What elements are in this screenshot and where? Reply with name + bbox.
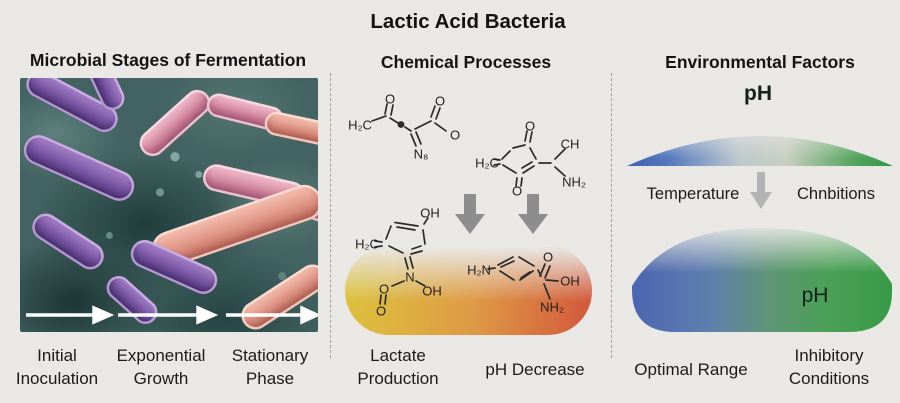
inhibitory-line1: Inhibitory bbox=[794, 346, 864, 365]
ph-gradient-dome-top bbox=[624, 106, 896, 168]
molecule-structure-amide: H₂N O OH NH₂ bbox=[467, 250, 580, 315]
atom-label: O bbox=[385, 92, 395, 107]
atom-label: NH₂ bbox=[540, 300, 564, 315]
atom-label: OH bbox=[560, 274, 580, 289]
stage3-line2: Phase bbox=[245, 369, 295, 388]
stage-label-exponential-growth: Exponential Growth bbox=[117, 344, 206, 390]
bacteria-micrograph-image bbox=[20, 78, 318, 332]
ph-bottom-label: pH bbox=[801, 284, 829, 307]
atom-label: CH bbox=[561, 137, 580, 152]
stage2-line1: Exponential bbox=[116, 346, 206, 365]
stage2-line2: Growth bbox=[133, 369, 189, 388]
atom-label: H₂C bbox=[355, 237, 379, 252]
atom-label: H₂C bbox=[348, 118, 372, 133]
stage1-line1: Initial bbox=[37, 346, 77, 365]
stage1-line2: Inoculation bbox=[15, 369, 99, 388]
acid-gradient-blob bbox=[345, 247, 592, 335]
inhibitions-label: Chnbitions bbox=[797, 185, 875, 203]
atom-label: O bbox=[525, 119, 535, 134]
atom-label: OH bbox=[420, 206, 440, 221]
atom-label: H₂C bbox=[475, 156, 499, 171]
stage-label-initial-inoculation: Initial Inoculation bbox=[16, 344, 98, 390]
atom-label: O bbox=[450, 128, 460, 143]
atom-label: O bbox=[379, 282, 389, 297]
label-lactate-production: Lactate Production bbox=[357, 344, 438, 390]
temperature-label: Temperature bbox=[646, 185, 740, 203]
ph-gradient-dome-bottom bbox=[624, 214, 898, 336]
chemical-panel-title: Chemical Processes bbox=[380, 52, 552, 72]
environmental-panel-title: Environmental Factors bbox=[665, 52, 855, 72]
panel-divider-right bbox=[611, 73, 612, 358]
label-inhibitory-conditions: Inhibitory Conditions bbox=[789, 344, 869, 390]
microbial-panel-title: Microbial Stages of Fermentation bbox=[29, 50, 307, 70]
atom-label: O bbox=[376, 304, 386, 319]
atom-label: O bbox=[512, 184, 522, 199]
label-optimal-range: Optimal Range bbox=[634, 360, 748, 379]
atom-label: NH₂ bbox=[562, 175, 586, 190]
molecule-structure-pyruvate: H₂C O O O N₈ bbox=[348, 92, 460, 162]
lactate-line2: Production bbox=[357, 369, 439, 388]
atom-label: N bbox=[405, 270, 414, 285]
atom-label: O bbox=[543, 250, 553, 265]
label-ph-decrease: pH Decrease bbox=[485, 360, 585, 379]
molecule-structure-ring-dione: H₂C O O CH NH₂ bbox=[475, 119, 586, 199]
ph-top-label: pH bbox=[744, 82, 772, 105]
stage-label-stationary-phase: Stationary Phase bbox=[232, 344, 309, 390]
process-arrow-down-icon bbox=[455, 194, 485, 234]
molecule-structure-lactate: OH H₂C N O O OH bbox=[355, 206, 442, 319]
atom-label: OH bbox=[422, 284, 442, 299]
lactate-line1: Lactate bbox=[370, 346, 426, 365]
process-arrow-down-icon bbox=[518, 194, 548, 234]
panel-divider-left bbox=[330, 73, 331, 358]
environment-arrow-down-icon bbox=[750, 172, 772, 209]
atom-label: N₈ bbox=[414, 147, 429, 162]
inhibitory-line2: Conditions bbox=[788, 369, 870, 388]
stage3-line1: Stationary bbox=[231, 346, 309, 365]
atom-label: H₂N bbox=[467, 263, 491, 278]
fermentation-flow-arrows-icon bbox=[26, 305, 318, 325]
diagram-title: Lactic Acid Bacteria bbox=[370, 10, 566, 33]
atom-label: O bbox=[435, 94, 445, 109]
